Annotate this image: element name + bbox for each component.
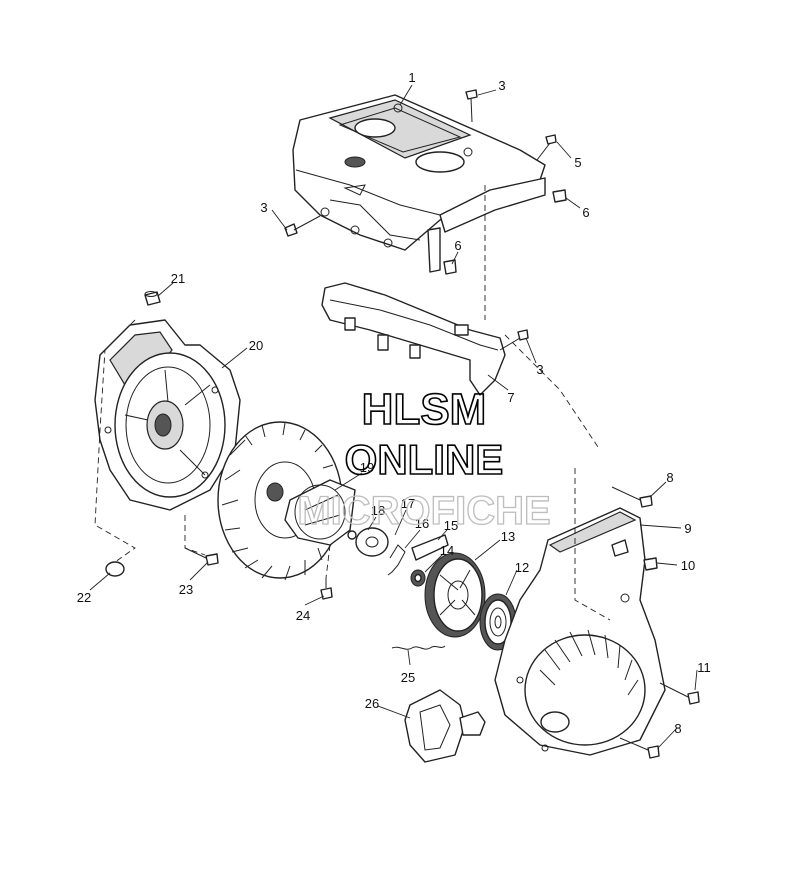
callout-19: 19 — [360, 460, 374, 475]
callout-9: 9 — [684, 521, 691, 536]
callout-24: 24 — [296, 608, 310, 623]
callout-6-mid: 6 — [454, 238, 461, 253]
callout-12: 12 — [515, 560, 529, 575]
starter-pulley — [424, 552, 486, 638]
watermark-line-1: HLSM — [362, 385, 487, 434]
callout-7: 7 — [507, 390, 514, 405]
callout-26: 26 — [365, 696, 379, 711]
watermark: HLSM ONLINE MICROFICHE — [297, 384, 552, 533]
callout-11: 11 — [697, 660, 711, 675]
callout-22: 22 — [77, 590, 91, 605]
callout-6-right: 6 — [582, 205, 589, 220]
callout-3-left: 3 — [260, 200, 267, 215]
callout-20: 20 — [249, 338, 263, 353]
callout-17: 17 — [401, 496, 415, 511]
starter-handle — [404, 689, 486, 763]
dowel-pin — [144, 291, 161, 306]
callout-14: 14 — [440, 543, 454, 558]
callout-3-duct: 3 — [536, 362, 543, 377]
starter-cup — [284, 479, 356, 546]
watermark-line-3: MICROFICHE — [297, 489, 550, 533]
callout-13: 13 — [501, 529, 515, 544]
fasteners — [105, 89, 700, 759]
callout-18: 18 — [371, 503, 385, 518]
callout-labels: 1 3 5 6 3 6 21 20 3 7 19 18 17 16 15 14 … — [77, 70, 711, 736]
callout-3-top: 3 — [498, 78, 505, 93]
alignment-lines — [94, 185, 611, 621]
callout-1: 1 — [408, 70, 415, 85]
callout-10: 10 — [681, 558, 695, 573]
starter-rope — [391, 645, 446, 650]
callout-15: 15 — [444, 518, 458, 533]
callout-8-bottom: 8 — [674, 721, 681, 736]
callout-5: 5 — [574, 155, 581, 170]
fan-shroud-cover — [292, 94, 546, 273]
callout-16: 16 — [415, 516, 429, 531]
callout-23: 23 — [179, 582, 193, 597]
callout-8-top: 8 — [666, 470, 673, 485]
lower-shroud-duct — [321, 282, 506, 396]
watermark-line-2: ONLINE — [345, 436, 504, 483]
recoil-housing — [494, 507, 666, 756]
engine-side-plate — [94, 319, 241, 511]
leader-lines — [89, 84, 698, 749]
callout-21: 21 — [171, 271, 185, 286]
starter-small-parts — [347, 527, 449, 587]
callout-25: 25 — [401, 670, 415, 685]
